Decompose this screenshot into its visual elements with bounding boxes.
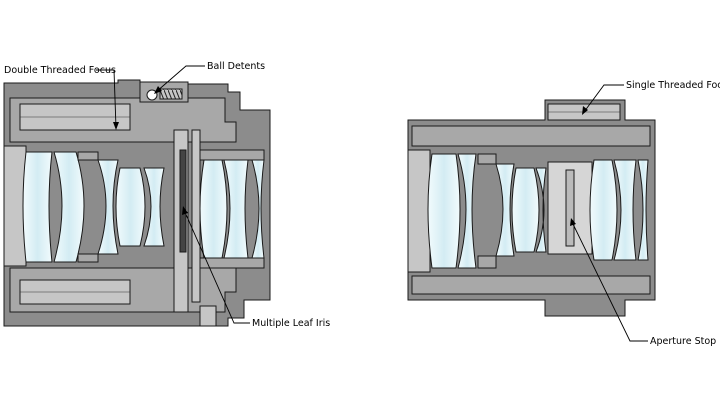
left-lens-element-6 <box>199 159 228 259</box>
right-lens-element-3 <box>495 163 515 257</box>
left-spacer-1 <box>77 151 99 161</box>
leader-ball-detents <box>155 65 205 93</box>
left-lens-assembly <box>3 79 271 327</box>
leader-multiple-leaf-iris <box>183 209 250 324</box>
right-lens-assembly <box>407 99 656 317</box>
left-spacer-2 <box>77 253 99 263</box>
right-spacer-1 <box>477 153 497 165</box>
label-aperture-stop: Aperture Stop <box>650 336 716 347</box>
aperture-stop-blade <box>565 169 575 247</box>
label-single-threaded-focus: Single Threaded Focus <box>626 80 720 91</box>
right-lens-element-1 <box>427 153 461 269</box>
right-housing-inner-bottom <box>411 275 651 295</box>
left-lens-element-1 <box>22 151 53 263</box>
right-housing-inner-top <box>411 125 651 147</box>
left-bottom-screw <box>199 305 217 327</box>
leader-aperture-stop <box>571 221 648 342</box>
right-front-bore <box>407 149 431 273</box>
leader-single-threaded-focus <box>583 84 624 113</box>
left-lens-element-3 <box>97 159 119 255</box>
left-lens-element-4 <box>115 167 146 247</box>
ball-detent-ball <box>146 89 158 101</box>
right-lens-element-6 <box>589 159 618 261</box>
iris-leaf <box>179 149 187 253</box>
left-spacer-3 <box>199 149 265 161</box>
right-lens-element-5 <box>535 167 547 253</box>
right-lens-element-2 <box>457 153 477 269</box>
label-multiple-leaf-iris: Multiple Leaf Iris <box>252 318 330 329</box>
left-lens-element-5 <box>143 167 165 247</box>
label-ball-detents: Ball Detents <box>207 61 265 72</box>
leader-arrowheads <box>113 86 588 226</box>
left-spacer-4 <box>199 257 265 269</box>
leader-double-threaded-focus <box>96 69 117 129</box>
label-double-threaded-focus: Double Threaded Focus <box>4 65 116 76</box>
right-lens-element-4 <box>511 167 540 253</box>
iris-plate-right <box>191 129 201 303</box>
ball-detent-spring <box>159 88 183 100</box>
left-lens-element-2 <box>53 151 85 263</box>
right-lens-element-8 <box>637 159 649 261</box>
leader-lines <box>96 65 648 342</box>
right-spacer-2 <box>477 255 497 269</box>
right-lens-element-7 <box>613 159 637 261</box>
